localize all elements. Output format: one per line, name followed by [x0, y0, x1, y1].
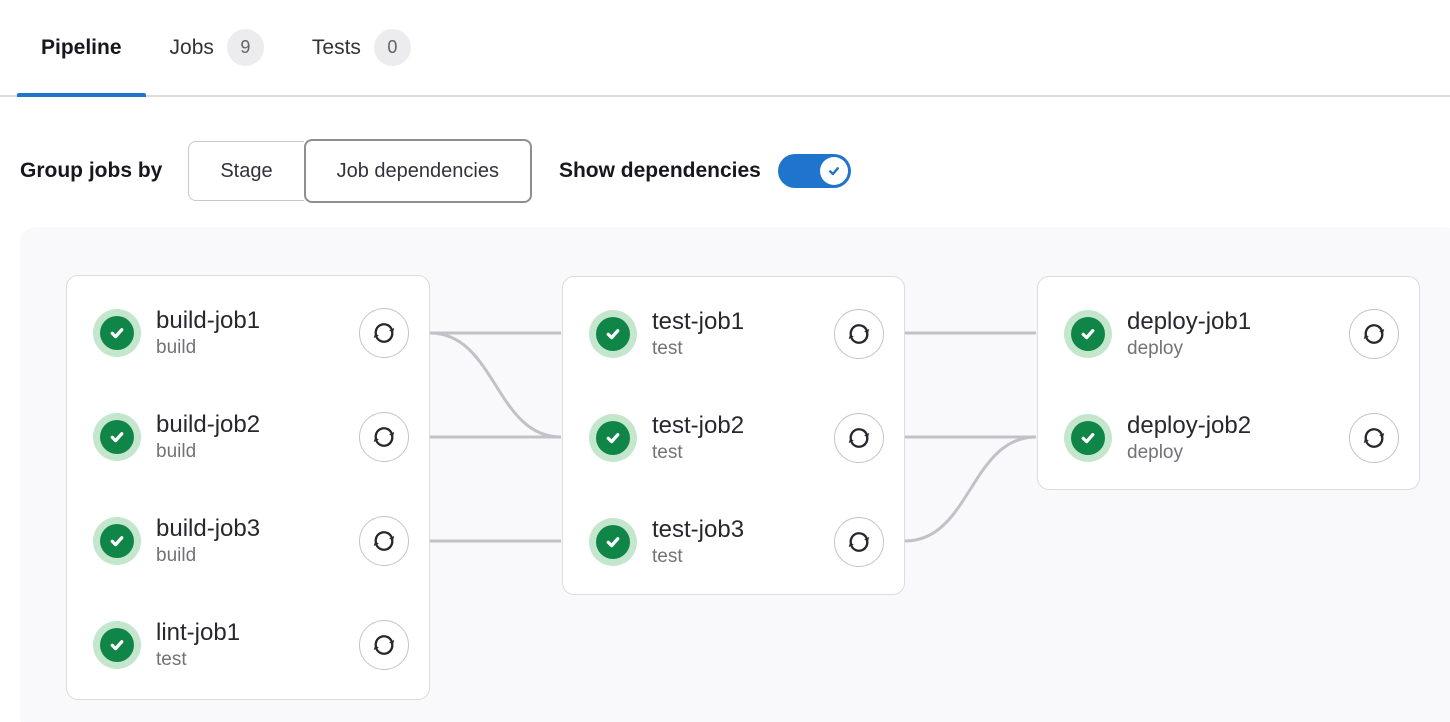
show-dependencies-label: Show dependencies	[558, 159, 761, 182]
tab-pipeline-label: Pipeline	[41, 35, 122, 59]
retry-icon	[373, 635, 395, 655]
status-success-icon	[93, 309, 141, 357]
retry-icon	[848, 324, 870, 344]
tab-jobs[interactable]: Jobs 9	[146, 0, 288, 95]
retry-job-button[interactable]	[359, 516, 409, 566]
job-name: deploy-job1	[1127, 308, 1252, 335]
job-name: build-job2	[156, 411, 261, 438]
job-name: test-job1	[652, 308, 745, 335]
job-item-build-job3[interactable]: build-job3 build	[67, 489, 429, 593]
status-success-icon	[589, 310, 637, 358]
job-name: lint-job1	[156, 619, 241, 646]
job-group-card-build: build-job1 build build-job2	[66, 275, 430, 700]
tab-tests-label: Tests	[311, 35, 361, 59]
group-by-stage-button[interactable]: Stage	[188, 141, 304, 201]
status-success-icon	[1064, 414, 1112, 462]
job-item-build-job1[interactable]: build-job1 build	[67, 281, 429, 385]
group-jobs-segmented-control: Stage Job dependencies	[188, 139, 532, 203]
job-stage: test	[652, 546, 683, 567]
retry-icon	[1363, 324, 1385, 344]
job-group-card-test: test-job1 test test-job2 te	[562, 276, 905, 595]
retry-job-button[interactable]	[834, 309, 884, 359]
job-group-card-deploy: deploy-job1 deploy deploy-job2	[1037, 276, 1420, 490]
status-success-icon	[589, 518, 637, 566]
graph-controls: Group jobs by Stage Job dependencies Sho…	[20, 139, 1450, 203]
retry-icon	[373, 427, 395, 447]
job-stage: test	[652, 442, 683, 463]
toggle-check-icon	[828, 167, 839, 176]
status-success-icon	[93, 517, 141, 565]
job-item-test-job3[interactable]: test-job3 test	[563, 490, 904, 594]
retry-icon	[848, 532, 870, 552]
job-name: build-job3	[156, 515, 261, 542]
jobs-count-badge: 9	[226, 29, 264, 66]
retry-icon	[373, 531, 395, 551]
job-item-lint-job1[interactable]: lint-job1 test	[67, 593, 429, 697]
status-success-icon	[93, 621, 141, 669]
tab-jobs-label: Jobs	[169, 35, 214, 59]
retry-job-button[interactable]	[1349, 309, 1399, 359]
pipeline-tabs: Pipeline Jobs 9 Tests 0	[0, 0, 1450, 97]
retry-icon	[1363, 428, 1385, 448]
tab-tests[interactable]: Tests 0	[288, 0, 435, 95]
tab-pipeline[interactable]: Pipeline	[17, 0, 146, 97]
show-dependencies-toggle[interactable]	[777, 154, 851, 188]
status-success-icon	[93, 413, 141, 461]
status-success-icon	[1064, 310, 1112, 358]
job-item-test-job2[interactable]: test-job2 test	[563, 386, 904, 490]
toggle-knob	[819, 157, 848, 185]
tests-count-badge: 0	[373, 29, 411, 66]
status-success-icon	[589, 414, 637, 462]
retry-job-button[interactable]	[359, 412, 409, 462]
job-stage: test	[652, 338, 683, 359]
active-tab-underline	[17, 93, 146, 97]
job-stage: build	[156, 441, 197, 462]
job-item-deploy-job1[interactable]: deploy-job1 deploy	[1038, 282, 1419, 386]
job-item-build-job2[interactable]: build-job2 build	[67, 385, 429, 489]
retry-job-button[interactable]	[1349, 413, 1399, 463]
group-by-job-dependencies-button[interactable]: Job dependencies	[303, 139, 532, 203]
retry-icon	[848, 428, 870, 448]
retry-job-button[interactable]	[834, 413, 884, 463]
retry-icon	[373, 323, 395, 343]
job-name: deploy-job2	[1127, 412, 1252, 439]
job-item-test-job1[interactable]: test-job1 test	[563, 282, 904, 386]
retry-job-button[interactable]	[834, 517, 884, 567]
job-name: test-job3	[652, 516, 745, 543]
job-stage: test	[156, 649, 187, 670]
job-item-deploy-job2[interactable]: deploy-job2 deploy	[1038, 386, 1419, 490]
job-name: build-job1	[156, 307, 261, 334]
retry-job-button[interactable]	[359, 308, 409, 358]
job-name: test-job2	[652, 412, 745, 439]
job-stage: deploy	[1127, 442, 1183, 463]
job-stage: deploy	[1127, 338, 1183, 359]
group-jobs-by-label: Group jobs by	[20, 159, 163, 182]
job-stage: build	[156, 545, 197, 566]
retry-job-button[interactable]	[359, 620, 409, 670]
job-stage: build	[156, 337, 197, 358]
